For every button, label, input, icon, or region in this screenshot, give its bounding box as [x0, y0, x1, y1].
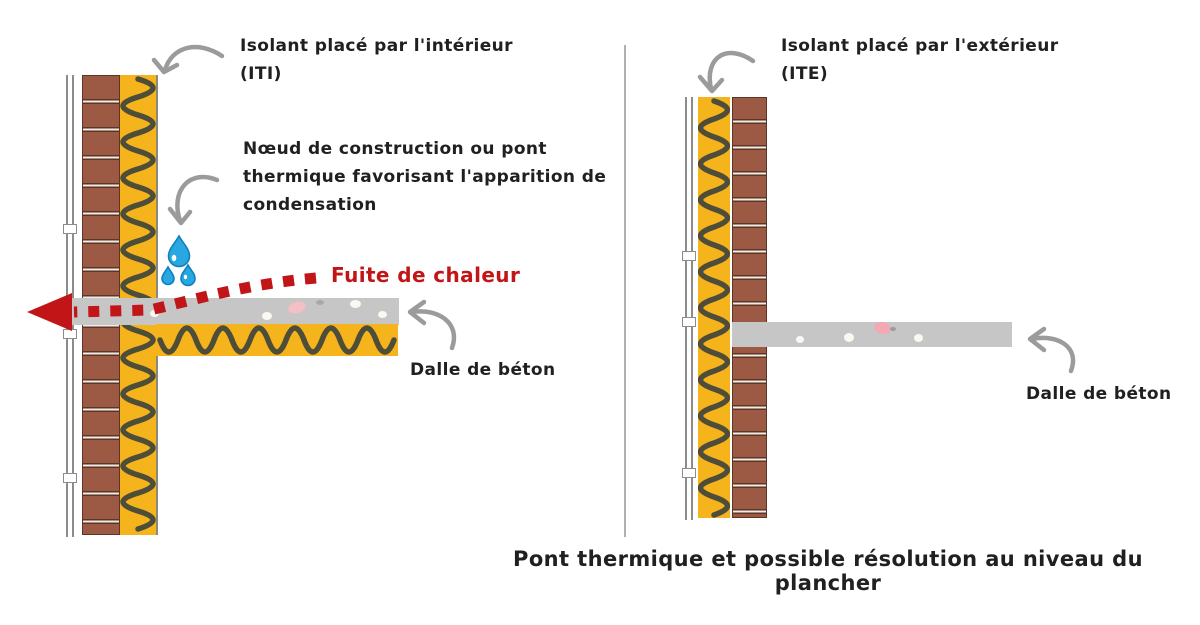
iti-insulation-label: Isolant placé par l'intérieur (ITI): [240, 32, 513, 88]
slab-aggregate-speck: [316, 300, 324, 305]
panel-divider: [624, 45, 626, 537]
right-coating-joint-mark: [682, 251, 696, 261]
slab-aggregate-speck: [150, 310, 159, 317]
slab-aggregate-speck: [286, 299, 308, 316]
insulation-squiggle-icon: [157, 325, 397, 355]
thermal-node-label-line2: thermique favorisant l'apparition de: [243, 167, 607, 187]
heat-leak-label: Fuite de chaleur: [331, 263, 521, 287]
right-coating-joint-mark: [682, 468, 696, 478]
curved-arrow-ite-icon: [697, 50, 756, 94]
slab-aggregate-speck: [890, 327, 896, 331]
slab-aggregate-speck: [844, 333, 854, 342]
iti-insulation-label-line1: Isolant placé par l'intérieur: [240, 36, 513, 56]
iti-insulation-label-line2: (ITI): [240, 64, 282, 84]
right-coating-joint-mark: [682, 317, 696, 327]
thermal-node-label-line3: condensation: [243, 195, 377, 215]
right-brick-wall: [732, 97, 767, 518]
right-exterior-coating-line-outer: [685, 97, 687, 520]
curved-arrow-slab-left-icon: [407, 299, 457, 351]
curved-arrow-condensation-icon: [167, 174, 220, 226]
diagram-caption: Pont thermique et possible résolution au…: [513, 547, 1143, 595]
thermal-node-label-line1: Nœud de construction ou pont: [243, 139, 547, 159]
insulation-squiggle-icon: [698, 98, 730, 518]
right-exterior-coating-line-inner: [691, 97, 693, 520]
right-exterior-insulation: [698, 97, 730, 518]
left-coating-joint-mark: [63, 329, 77, 339]
under-slab-insulation-band: [156, 324, 398, 356]
slab-label-right: Dalle de béton: [1026, 384, 1172, 404]
ite-insulation-label-line2: (ITE): [781, 64, 829, 84]
slab-aggregate-speck: [350, 300, 361, 308]
right-concrete-slab: [732, 320, 1012, 347]
ite-insulation-label-line1: Isolant placé par l'extérieur: [781, 36, 1059, 56]
left-coating-joint-mark: [63, 224, 77, 234]
slab-aggregate-speck: [378, 311, 387, 318]
ite-insulation-label: Isolant placé par l'extérieur (ITE): [781, 32, 1059, 88]
slab-label-left: Dalle de béton: [410, 360, 556, 380]
curved-arrow-iti-icon: [151, 44, 225, 75]
thermal-node-label: Nœud de construction ou pont thermique f…: [243, 135, 606, 219]
slab-aggregate-speck: [262, 312, 272, 320]
slab-aggregate-speck: [796, 336, 804, 343]
left-concrete-slab: [66, 298, 399, 325]
curved-arrow-slab-right-icon: [1027, 326, 1076, 374]
left-coating-joint-mark: [63, 473, 77, 483]
slab-aggregate-speck: [914, 334, 923, 342]
condensation-drops-icon: [161, 234, 196, 287]
